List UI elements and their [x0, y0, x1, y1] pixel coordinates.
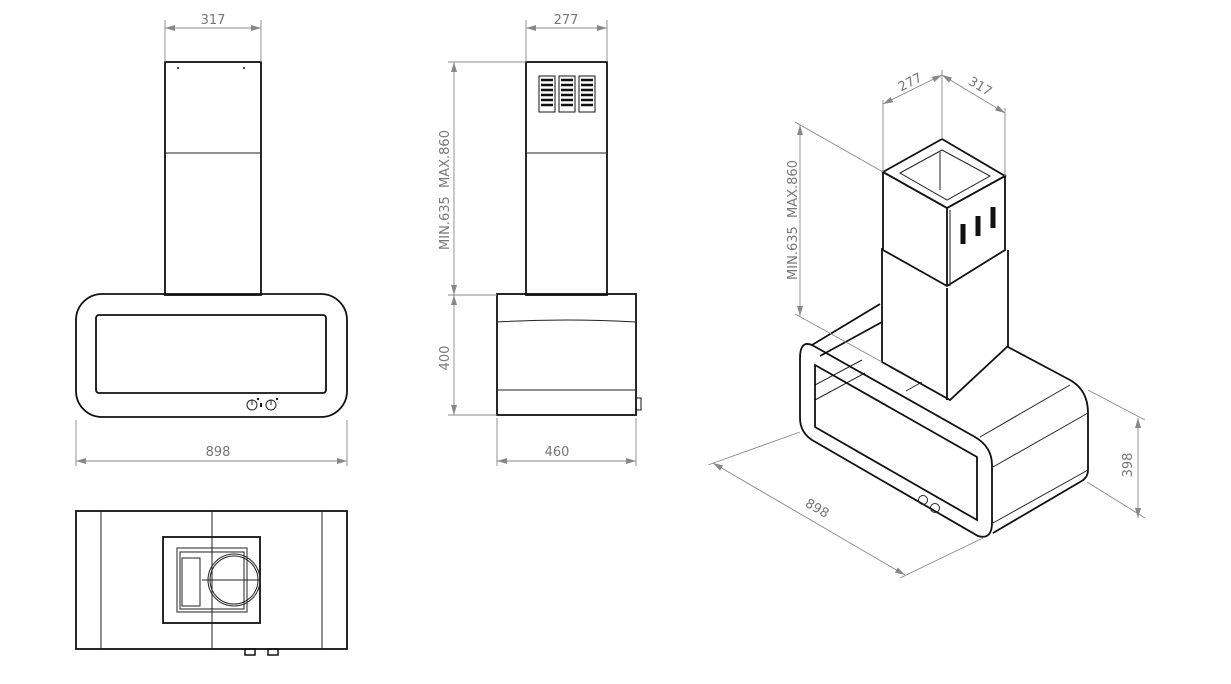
dim-460: 460 [545, 445, 570, 460]
dim-898: 898 [206, 445, 231, 460]
dim-277: 277 [554, 13, 579, 28]
dim-400: 400 [438, 346, 453, 371]
iso-dim-277: 277 [896, 71, 925, 96]
dim-chimney-height: MIN.635 MAX.860 [438, 130, 453, 250]
isometric-view: 277 317 MIN.635 MAX.860 898 398 [707, 70, 1146, 579]
side-body [496, 293, 637, 416]
iso-dim-317: 317 [965, 74, 994, 100]
iso-dim-chimney-height: MIN.635 MAX.860 [786, 160, 801, 280]
side-chimney [525, 61, 608, 296]
iso-dim-398: 398 [1121, 453, 1136, 478]
dim-317: 317 [201, 13, 226, 28]
front-body [75, 293, 348, 418]
control-knobs-icon [246, 397, 279, 411]
bottom-view [75, 510, 348, 656]
front-chimney [164, 61, 262, 296]
front-view: 317 898 [75, 13, 348, 466]
front-window [95, 314, 327, 394]
iso-vent-grille-icon [960, 207, 996, 244]
control-knobs-icon [918, 495, 940, 513]
vent-grille-icon [538, 75, 596, 113]
side-view: 277 MIN.635 MAX.860 400 460 [438, 13, 642, 466]
